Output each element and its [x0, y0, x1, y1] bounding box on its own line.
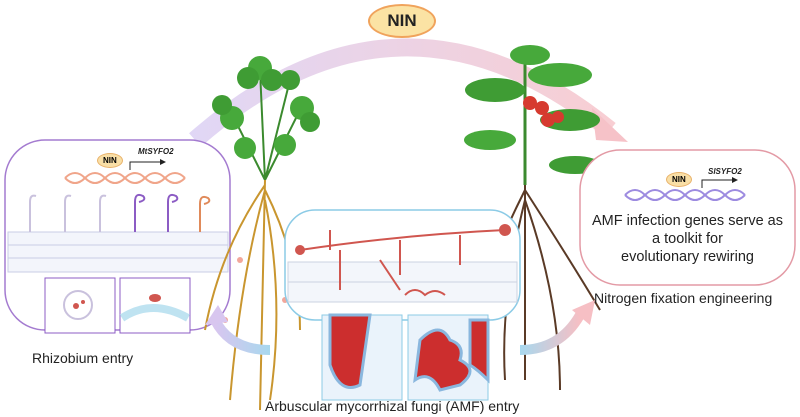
arc-arrowhead — [592, 108, 628, 142]
nin-badge-right: NIN — [666, 172, 692, 187]
clover-plant — [204, 56, 320, 411]
evolution-arc — [189, 38, 616, 147]
dna-helix-left — [64, 172, 186, 184]
amf-entry-caption: Arbuscular mycorrhizal fungi (AMF) entry — [265, 398, 520, 414]
rhizobium-entry-caption: Rhizobium entry — [32, 350, 134, 366]
toolkit-text: AMF infection genes serve as a toolkit f… — [585, 212, 790, 266]
promoter-arrow — [129, 161, 160, 170]
nitrogen-fixation-caption: Nitrogen fixation engineering — [594, 290, 773, 306]
arrow-right — [519, 312, 585, 355]
engineering-panel — [579, 149, 796, 286]
gene-label-right: SlSYFO2 — [708, 167, 742, 176]
arrow-left — [210, 317, 271, 355]
nin-node: NIN — [368, 4, 436, 38]
root-cells-center — [287, 261, 518, 303]
toolkit-line: AMF infection genes serve as — [591, 213, 783, 229]
promoter-arrow-right — [701, 179, 732, 188]
fungal-hyphae — [295, 224, 511, 297]
root-cells-left — [7, 231, 229, 273]
root-hairs — [29, 193, 211, 232]
toolkit-line: a toolkit for — [652, 231, 723, 247]
tomato-plant — [464, 45, 601, 391]
inset-curled-hair — [44, 277, 116, 334]
dna-helix-right — [624, 189, 746, 201]
toolkit-line: evolutionary rewiring — [621, 249, 754, 265]
gene-label-left: MtSYFO2 — [138, 147, 174, 156]
nin-badge-left: NIN — [97, 153, 123, 168]
